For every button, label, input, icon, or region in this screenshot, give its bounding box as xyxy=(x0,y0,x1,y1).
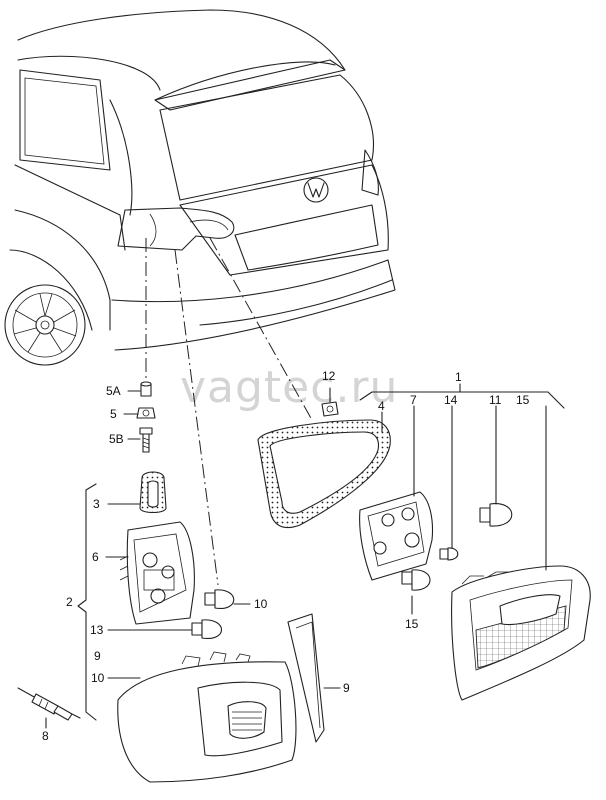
rear-wheel xyxy=(4,284,86,366)
callout-15-lower: 15 xyxy=(405,617,419,631)
callout-13: 13 xyxy=(90,623,104,637)
callout-4: 4 xyxy=(378,399,385,413)
callout-12: 12 xyxy=(322,369,336,383)
outer-tail-lamp xyxy=(117,651,297,783)
watermark-text: vagtec.ru xyxy=(180,362,398,413)
connector-line-gasket xyxy=(209,237,313,421)
part-14-bulb xyxy=(439,547,459,561)
part-11-bulb xyxy=(479,503,513,527)
part-10-bulb-upper xyxy=(204,589,235,609)
callout-2: 2 xyxy=(66,595,73,609)
part-5a-spacer xyxy=(140,381,152,397)
part-3-grommet xyxy=(139,471,167,514)
part-5b-screw xyxy=(139,427,153,453)
vw-logo-icon xyxy=(303,177,329,203)
callout-5b: 5B xyxy=(109,432,124,446)
part-6-bulb-carrier xyxy=(119,521,195,625)
part-5-nut xyxy=(136,407,156,419)
part-15-bulb xyxy=(401,569,431,591)
callout-labels: 1 2 3 4 5 5A 5B 6 7 8 9 9 10 10 11 12 13… xyxy=(42,369,530,743)
inner-tail-lamp xyxy=(451,565,591,701)
connector-line-lamp xyxy=(174,249,219,586)
part-9-lens-strip xyxy=(287,613,325,743)
callout-9-left: 9 xyxy=(94,649,101,663)
callout-8: 8 xyxy=(42,729,49,743)
callout-5a: 5A xyxy=(106,384,121,398)
part-8-connector xyxy=(17,687,81,721)
callout-3: 3 xyxy=(93,497,100,511)
callout-9-right: 9 xyxy=(343,681,350,695)
callout-10-upper: 10 xyxy=(254,597,268,611)
callout-5: 5 xyxy=(110,407,117,421)
part-12-clip xyxy=(321,401,339,417)
part-4-gasket xyxy=(257,419,391,529)
callout-14: 14 xyxy=(444,393,458,407)
part-7-bulb-holder xyxy=(359,491,434,581)
callout-6: 6 xyxy=(92,550,99,564)
callout-10-lower: 10 xyxy=(91,671,105,685)
leader-lines xyxy=(45,383,565,729)
callout-11: 11 xyxy=(489,393,502,407)
part-13-bulb xyxy=(191,619,222,639)
car-rear-view xyxy=(4,9,396,366)
callout-7: 7 xyxy=(410,393,417,407)
callout-15-right: 15 xyxy=(516,393,530,407)
callout-1: 1 xyxy=(455,370,462,384)
